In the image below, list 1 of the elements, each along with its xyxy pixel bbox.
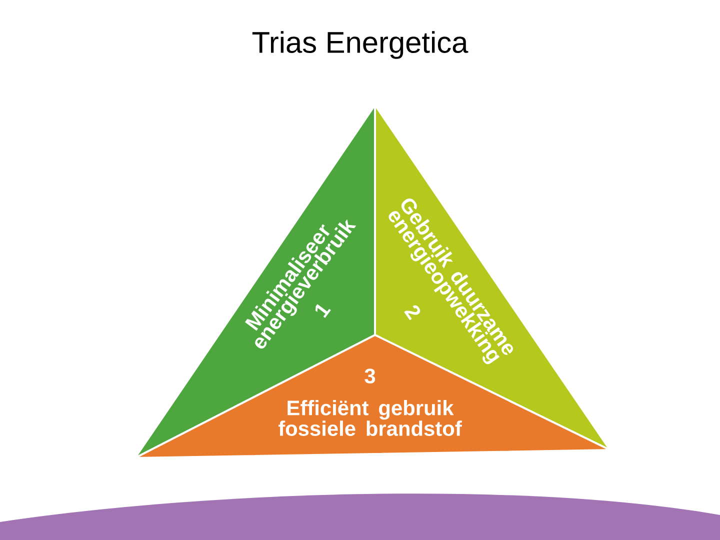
title: Trias Energetica — [252, 31, 468, 59]
